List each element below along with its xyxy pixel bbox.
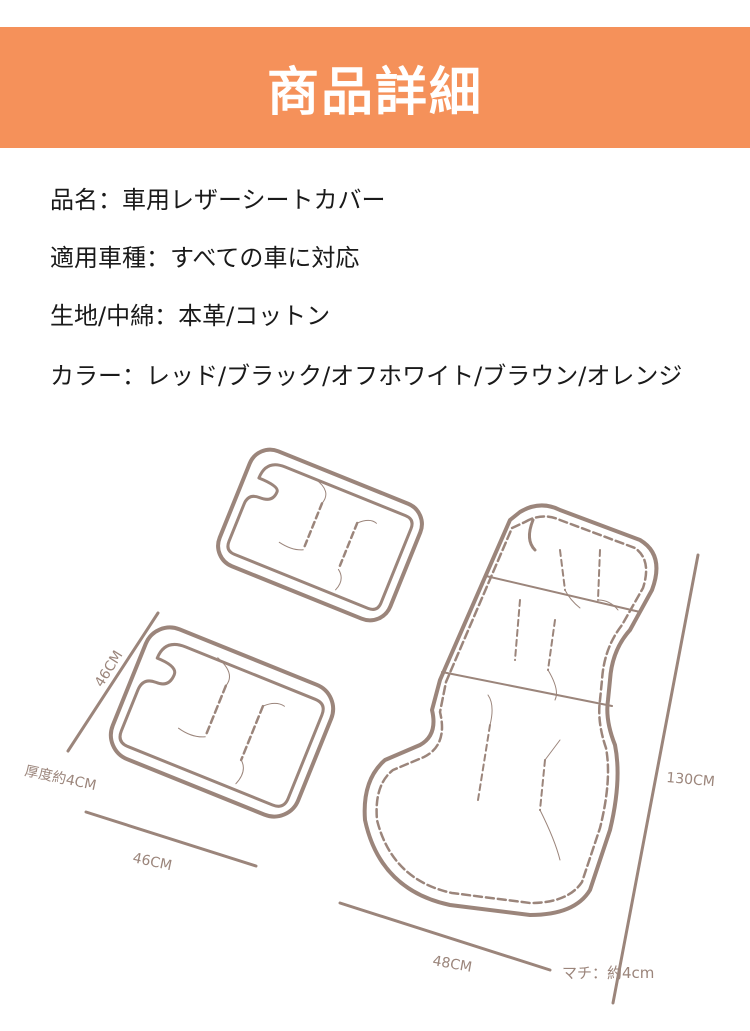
- page-title: 商品詳細: [266, 63, 483, 123]
- spec-separator: ：: [98, 186, 122, 214]
- spec-label: 品名: [50, 186, 98, 214]
- header-banner: 商品詳細: [0, 27, 750, 148]
- spec-separator: ：: [154, 302, 179, 330]
- spec-value: すべての車に対応: [170, 244, 360, 272]
- dim-line-small-width: [84, 810, 258, 868]
- spec-colors: カラー：レッド/ブラック/オフホワイト/ブラウン/オレンジ: [50, 356, 682, 414]
- spec-label: カラー: [50, 362, 122, 390]
- spec-label: 適用車種: [50, 244, 146, 272]
- spec-value: レッド/ブラック/オフホワイト/ブラウン/オレンジ: [146, 362, 683, 390]
- label-small-thickness: 厚度約4CM: [23, 763, 98, 794]
- label-large-width: 48CM: [431, 953, 473, 976]
- spec-label: 生地/中綿: [50, 302, 155, 330]
- spec-material: 生地/中綿：本革/コットン: [50, 296, 682, 354]
- spec-product-name: 品名：車用レザーシートカバー: [50, 180, 682, 238]
- large-cushion: [362, 503, 659, 917]
- small-cushion-top: [216, 447, 424, 623]
- spec-value: 車用レザーシートカバー: [122, 186, 386, 214]
- label-large-gusset: マチ：約4cm: [562, 964, 654, 982]
- spec-list: 品名：車用レザーシートカバー 適用車種：すべての車に対応 生地/中綿：本革/コッ…: [50, 180, 682, 414]
- label-large-length: 130CM: [666, 770, 716, 790]
- spec-value: 本革/コットン: [178, 302, 331, 330]
- dim-line-small-height: [66, 611, 160, 753]
- spec-compatible-cars: 適用車種：すべての車に対応: [50, 238, 682, 296]
- dim-line-large-width: [338, 901, 552, 972]
- spec-separator: ：: [146, 244, 170, 272]
- spec-separator: ：: [122, 362, 146, 390]
- dim-line-large-length: [611, 553, 700, 1005]
- label-small-width: 46CM: [131, 850, 173, 874]
- small-cushion-bottom: [108, 625, 336, 819]
